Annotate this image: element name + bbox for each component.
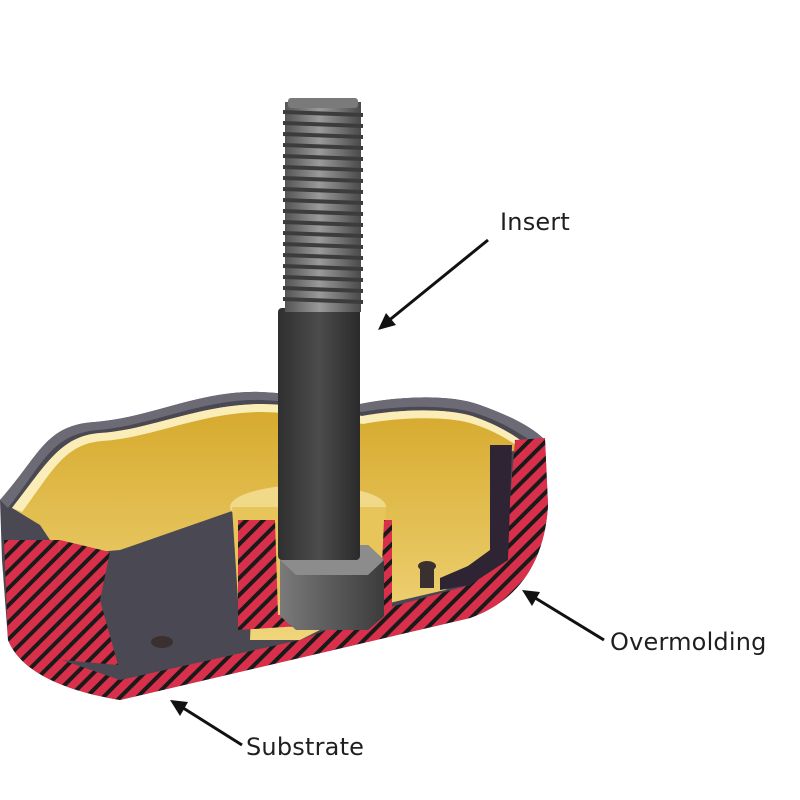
arrow-icon — [170, 700, 242, 745]
insert-label: Insert — [500, 208, 570, 236]
overmolding-label: Overmolding — [610, 628, 767, 656]
arrow-icon — [378, 240, 488, 330]
arrow-icon — [522, 590, 604, 640]
insert-bolt — [278, 98, 384, 630]
vent-hole — [151, 636, 173, 648]
substrate-label: Substrate — [246, 733, 364, 761]
